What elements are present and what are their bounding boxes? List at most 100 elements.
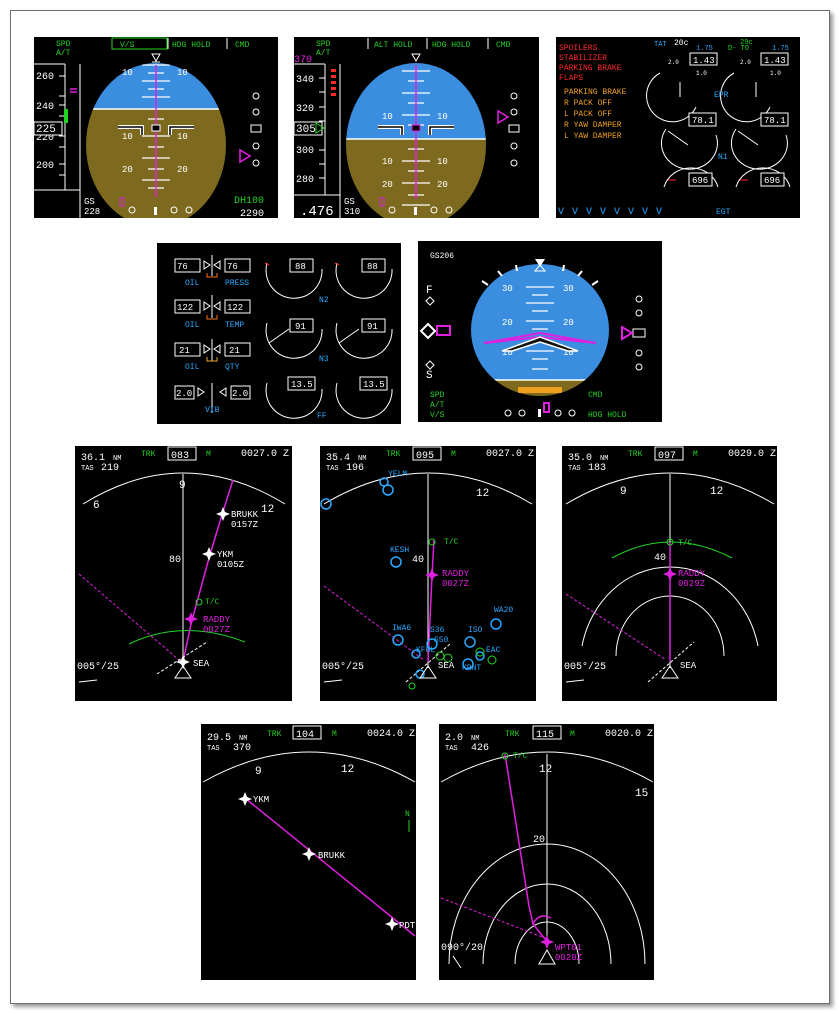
epr-scale: 2.0 [740,59,751,66]
distance: 36.1 [81,453,105,464]
n2-label: N2 [319,296,329,305]
zulu-time: 0027.0 Z [486,449,534,460]
pitch-label: 20 [382,180,393,190]
gs-label: GS [84,197,95,207]
fma-hdg: HDG HOLD [588,411,627,420]
wind: 005°/25 [322,661,364,673]
trk-label: TRK [505,730,520,739]
bank-pointer [151,53,161,63]
fma-autothrottle: A/T [430,401,445,410]
speed-tick-200: 200 [36,161,54,172]
speed-current: 305 [296,124,316,136]
zulu-time: 0020.0 Z [605,729,653,740]
attitude-sphere [86,63,226,218]
tc-label: T/C [444,538,459,547]
gs-value: 310 [344,207,360,217]
pitch-label: 20 [177,165,188,175]
decision-height: DH100 [234,196,264,207]
pitch-label: 20 [437,180,448,190]
epr-label: EPR [714,91,729,100]
route-line [244,797,416,937]
oil-label: OIL [185,321,200,330]
nm-label: NM [239,735,247,743]
temp2: 29c [740,39,753,47]
airport-label: SEA [193,659,210,669]
nav-display-2: 35.4 NM TAS 196 TRK 095 M 0027.0 Z 12 40… [320,446,536,701]
compass-arc [565,472,775,505]
n3-label: N3 [319,355,329,364]
alert-red: PARKING BRAKE [559,64,622,73]
alert-amber: L YAW DAMPER [564,132,622,141]
vib-right: 2.0 [232,389,248,399]
fma-hdg: HDG HOLD [172,41,211,50]
navaid: S36 [430,626,445,635]
oil-press-left: 76 [177,262,188,272]
qty-label: QTY [225,363,240,372]
navaid: KRNT [462,664,481,673]
n2-right: 88 [367,262,378,272]
mag-label: M [693,450,698,459]
chevron: V [642,207,648,218]
wpt-name: YKM [253,795,269,805]
ref1: 1.75 [696,45,713,53]
dashed-route [78,573,180,661]
flap-marker-s: S [426,370,433,382]
arc-label: 12 [341,764,354,776]
oil-qty-left: 21 [179,346,190,356]
zulu-time: 0027.0 Z [241,449,289,460]
speed-target: 370 [294,55,312,66]
vib-label: VIB [205,406,220,415]
chevron: V [586,207,592,218]
heading: 095 [416,451,434,462]
arc-label: 12 [261,504,274,516]
heading-box [532,725,562,740]
aircraft-symbol [501,336,579,352]
alert-amber: PARKING BRAKE [564,88,627,97]
speed-tick-320: 320 [296,104,314,115]
fma-autothrottle: A/T [56,49,71,58]
pitch-label: 10 [437,157,448,167]
fma-cmd: CMD [235,41,250,50]
lower-eicas-panel: 76 76 122 122 21 21 2.0 2.0 OIL PRESS OI… [157,243,401,424]
speed-tick-300: 300 [296,146,314,157]
speed-tick-280: 280 [296,175,314,186]
arc-label: 12 [710,486,723,498]
nm-label: NM [471,735,479,743]
egt-right: 696 [764,176,780,186]
chevron: V [558,207,564,218]
nm-label: NM [113,455,121,463]
compass-arc [323,472,533,505]
wind: 005°/25 [564,661,606,673]
aircraft-symbol [538,948,556,965]
nav-display-3: 35.0 NM TAS 183 TRK 097 M 0029.0 Z 9 12 … [562,446,777,701]
n3-right: 91 [367,322,378,332]
wind: 090°/20 [441,942,483,954]
ff-left: 13.5 [291,380,313,390]
wpt-name: RADDY [442,569,470,579]
tas-label: TAS [568,465,581,473]
tat: 20c [674,39,689,48]
speed-current: 225 [36,124,56,136]
arc-label: 9 [179,480,186,492]
chevron: V [656,207,662,218]
speed-tick-220: 220 [36,133,54,144]
tas-label: TAS [445,745,458,753]
pitch-label: 10 [177,132,188,142]
flap-marker-f: F [426,285,433,297]
speed-tick-240: 240 [36,102,54,113]
zulu-time: 0029.0 Z [728,449,776,460]
gs-pointer [497,109,510,125]
fma-hdg: HDG HOLD [432,41,471,50]
fma-alt: ALT HOLD [374,41,413,50]
wpt-time: 0105Z [217,560,245,570]
range-label: 80 [169,555,181,566]
compass-arc [440,751,654,783]
epr-scale: 1.0 [696,70,707,77]
zulu-time: 0024.0 Z [367,729,415,740]
wpt-time: 0029Z [678,579,706,589]
alert-red: SPOILERS [559,44,598,53]
range-label: 40 [412,555,424,566]
wpt-name: RADDY [678,569,706,579]
nav-display-1: 36.1 NM TAS 219 TRK 083 M 0027.0 Z 6 9 1… [75,446,292,701]
mag-label: M [570,730,575,739]
